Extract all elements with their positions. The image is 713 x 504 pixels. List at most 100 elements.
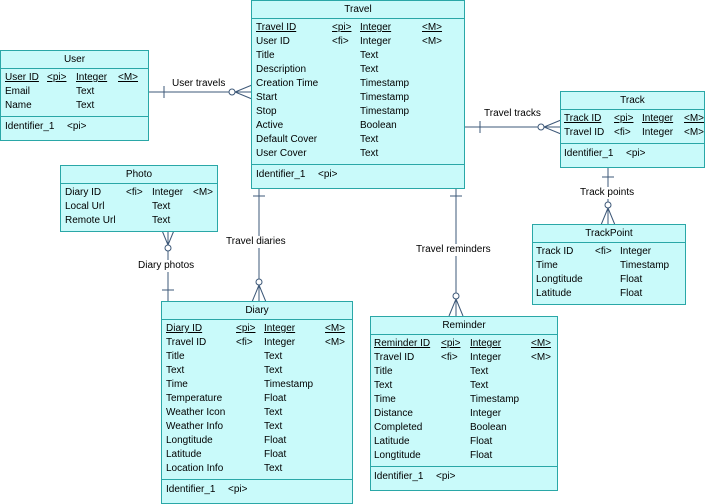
attribute-mandatory: <M> xyxy=(684,113,705,124)
identifier-row[interactable]: Identifier_1<pi> xyxy=(252,165,464,182)
attribute-row[interactable]: User ID<fi>Integer<M> xyxy=(252,35,464,49)
entity-title: Track xyxy=(561,92,704,110)
attribute-row[interactable]: Longtitude Float xyxy=(371,449,557,463)
identifier-row[interactable]: Identifier_1<pi> xyxy=(162,480,352,497)
attribute-name: Travel ID xyxy=(564,127,605,138)
attribute-type: Float xyxy=(264,393,287,404)
attribute-row[interactable]: Diary ID<fi>Integer<M> xyxy=(61,186,217,200)
attribute-row[interactable]: Travel ID<fi>Integer<M> xyxy=(162,336,352,350)
attribute-key: <pi> xyxy=(332,22,352,33)
track-points-optional-mark xyxy=(604,201,612,209)
attribute-name: Latitude xyxy=(166,449,202,460)
attribute-name: Track ID xyxy=(536,246,574,257)
attribute-name: Remote Url xyxy=(65,215,116,226)
identifier-row[interactable]: Identifier_1<pi> xyxy=(371,467,557,484)
identifier-key: <pi> xyxy=(318,169,338,180)
attribute-type: Timestamp xyxy=(360,78,410,89)
identifier-name: Identifier_1 xyxy=(374,471,424,482)
attribute-row[interactable]: Travel ID<pi>Integer<M> xyxy=(252,21,464,35)
attribute-type: Timestamp xyxy=(360,106,410,117)
attribute-type: Integer xyxy=(76,72,108,83)
attribute-type: Integer xyxy=(620,246,652,257)
attribute-row[interactable]: User ID<pi>Integer<M> xyxy=(1,71,148,85)
attribute-row[interactable]: Creation Time Timestamp xyxy=(252,77,464,91)
attribute-name: Text xyxy=(166,365,185,376)
attribute-row[interactable]: Diary ID<pi>Integer<M> xyxy=(162,322,352,336)
attribute-type: Text xyxy=(360,148,379,159)
attribute-key: <fi> xyxy=(236,337,253,348)
attribute-row[interactable]: Track ID<pi>Integer<M> xyxy=(561,112,704,126)
attribute-name: User Cover xyxy=(256,148,307,159)
attribute-type: Text xyxy=(360,64,379,75)
attribute-row[interactable]: User Cover Text xyxy=(252,147,464,161)
attribute-row[interactable]: Stop Timestamp xyxy=(252,105,464,119)
attribute-type: Text xyxy=(152,201,171,212)
identifier-key: <pi> xyxy=(626,148,646,159)
attribute-name: Stop xyxy=(256,106,277,117)
attribute-row[interactable]: Track ID<fi>Integer xyxy=(533,245,685,259)
entity-title: Diary xyxy=(162,302,352,320)
attribute-type: Float xyxy=(620,274,643,285)
attribute-row[interactable]: Temperature Float xyxy=(162,392,352,406)
attribute-name: User ID xyxy=(256,36,290,47)
identifier-row[interactable]: Identifier_1<pi> xyxy=(1,117,148,134)
identifier-name: Identifier_1 xyxy=(166,484,216,495)
attribute-row[interactable]: Reminder ID<pi>Integer<M> xyxy=(371,337,557,351)
attribute-name: Text xyxy=(374,380,393,391)
attribute-type: Integer xyxy=(152,187,184,198)
rel-label-track-points: Track points xyxy=(578,187,637,199)
attribute-name: Temperature xyxy=(166,393,223,404)
attribute-name: Time xyxy=(536,260,558,271)
attribute-name: Travel ID xyxy=(374,352,415,363)
attribute-name: Email xyxy=(5,86,31,97)
attribute-row[interactable]: Travel ID<fi>Integer<M> xyxy=(371,351,557,365)
attribute-row[interactable]: Travel ID<fi>Integer<M> xyxy=(561,126,704,140)
attribute-name: Diary ID xyxy=(65,187,102,198)
attribute-mandatory: <M> xyxy=(193,187,214,198)
attribute-name: Longtitude xyxy=(374,450,421,461)
attribute-row[interactable]: Description Text xyxy=(252,63,464,77)
attribute-type: Float xyxy=(470,450,493,461)
attribute-type: Text xyxy=(76,100,95,111)
attribute-name: Creation Time xyxy=(256,78,319,89)
attribute-type: Text xyxy=(470,366,489,377)
attribute-name: Description xyxy=(256,64,307,75)
attribute-type: Integer xyxy=(470,408,502,419)
identifier-row[interactable]: Identifier_1<pi> xyxy=(561,144,704,161)
attribute-name: Completed xyxy=(374,422,423,433)
attribute-name: Default Cover xyxy=(256,134,318,145)
